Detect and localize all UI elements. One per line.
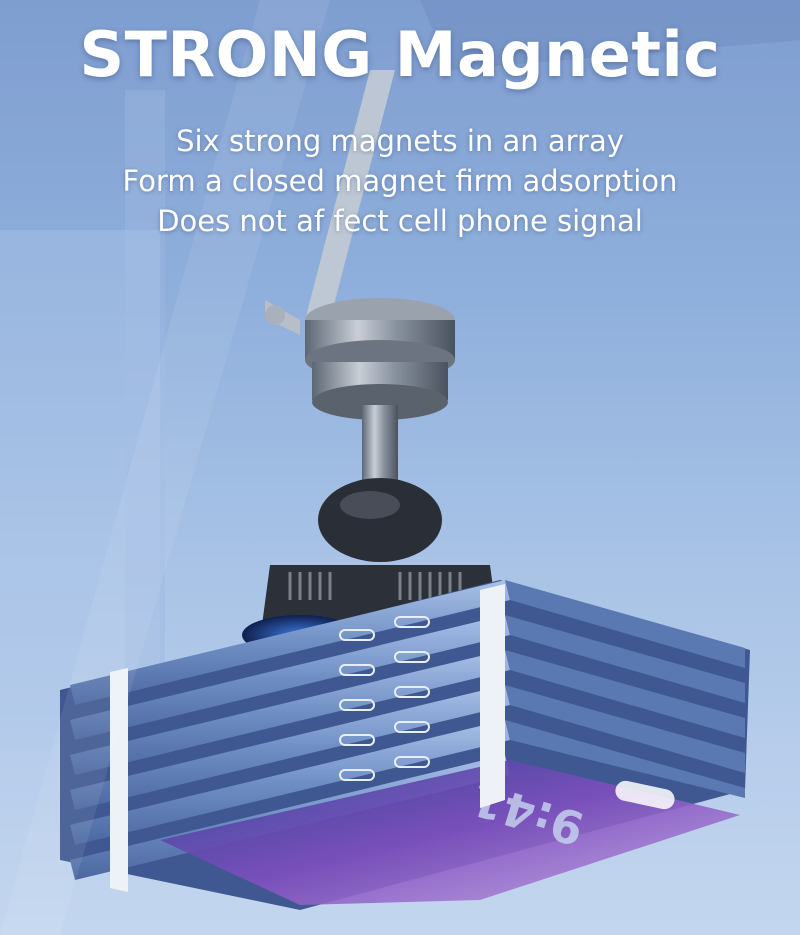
binding-band bbox=[480, 584, 505, 808]
ball-joint bbox=[318, 478, 442, 562]
light-streak bbox=[0, 0, 330, 935]
phone-layer bbox=[70, 650, 745, 775]
upper-knob bbox=[312, 384, 448, 420]
background-panel bbox=[0, 230, 160, 750]
tagline-1: Six strong magnets in an array bbox=[176, 124, 624, 158]
phone-layer bbox=[70, 580, 745, 705]
tagline-3: Does not af fect cell phone signal bbox=[157, 204, 643, 238]
tagline-2: Form a closed magnet firm adsorption bbox=[122, 164, 678, 198]
phone-layer bbox=[70, 685, 745, 810]
dynamic-island bbox=[615, 780, 675, 810]
vent-clip-pin bbox=[265, 305, 285, 325]
headline: STRONG Magnetic bbox=[79, 18, 721, 91]
side-buttons bbox=[339, 616, 430, 781]
phone-stack: 9:41 bbox=[60, 580, 750, 910]
vent-clip-arm bbox=[305, 70, 395, 320]
binding-band bbox=[110, 668, 128, 892]
phone-layer bbox=[70, 720, 745, 845]
phone-layer bbox=[70, 615, 745, 740]
phone-screen bbox=[160, 760, 740, 905]
background-beam bbox=[420, 0, 800, 70]
ball-joint bbox=[340, 491, 400, 519]
